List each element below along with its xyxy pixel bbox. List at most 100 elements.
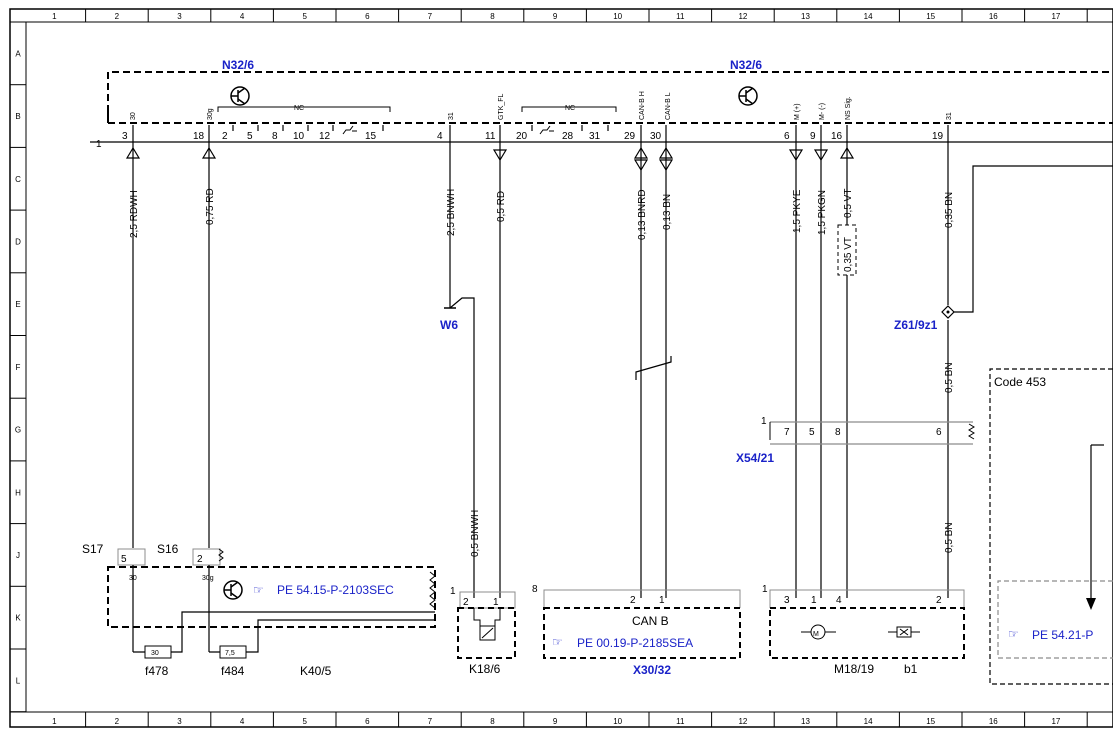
column-number: 4 (240, 12, 245, 21)
row-letter: A (15, 49, 21, 58)
pin-number: 18 (193, 131, 205, 142)
pin-number: 1 (493, 597, 499, 608)
pin-number: 4 (437, 131, 443, 142)
column-number: 2 (115, 12, 120, 21)
pin-number: 2 (463, 597, 469, 608)
column-number: 9 (553, 717, 558, 726)
code-453-box[interactable]: Code 453 ☞ PE 54.21-P (989, 368, 1113, 685)
wires (132, 142, 1113, 605)
relay-label[interactable]: K18/6 (469, 662, 501, 676)
column-number: 13 (801, 717, 810, 726)
pin-number: 2 (222, 131, 228, 142)
fuse-box-k40-5[interactable]: S17 5 30 S16 2 30g 30 7,5 f478 f484 K40/… (82, 542, 436, 678)
motor-sub-label: b1 (904, 662, 918, 676)
pin-number: 2 (936, 595, 942, 606)
motor-icon: M (801, 624, 836, 640)
switch-label[interactable]: S17 (82, 542, 104, 556)
pin-number: 1 (811, 595, 817, 606)
wire-label: 0,5 VT (843, 189, 854, 218)
column-number: 8 (490, 12, 495, 21)
column-number: 7 (428, 12, 433, 21)
wire-labels: 2,5 RDWH 0,75 RD 2,5 BNWH 0,5 RD 0,13 BN… (129, 188, 955, 557)
column-number: 9 (553, 12, 558, 21)
pin-number: 16 (831, 131, 843, 142)
pin-number: 5 (809, 427, 815, 438)
wire-label: 2,5 RDWH (129, 190, 140, 238)
pin-number: 19 (932, 131, 944, 142)
wire-label: 0,35 VT (843, 237, 854, 272)
ground-label[interactable]: W6 (440, 318, 458, 332)
pin-number: 29 (624, 131, 636, 142)
pin-function-labels: 30 30g 31 GTK_FL CAN-B H CAN-B L M (+) M… (130, 91, 953, 120)
pin-number: 28 (562, 131, 574, 142)
reference-icon: ☞ (552, 635, 563, 649)
wire-label: 2,5 BNWH (446, 189, 457, 236)
column-number: 1 (52, 717, 57, 726)
pin-label: CAN-B H (639, 91, 646, 120)
pin-label: 31 (946, 112, 953, 120)
can-label: CAN B (632, 614, 669, 628)
pin-number: 15 (365, 131, 377, 142)
switch-label[interactable]: S16 (157, 542, 179, 556)
column-number: 4 (240, 717, 245, 726)
pin-number: 20 (516, 131, 528, 142)
module-label[interactable]: X30/32 (633, 663, 671, 677)
column-number: 7 (428, 717, 433, 726)
reference-link[interactable]: PE 54.15-P-2103SEC (277, 583, 394, 597)
row-letter: L (16, 676, 21, 685)
reference-link[interactable]: PE 00.19-P-2185SEA (577, 636, 693, 650)
column-number: 12 (738, 717, 747, 726)
fuse-box-label[interactable]: K40/5 (300, 664, 332, 678)
column-number: 15 (926, 12, 935, 21)
transistor-icon (230, 86, 250, 106)
reference-link[interactable]: PE 54.21-P (1032, 628, 1093, 642)
pin-label: M- (-) (819, 103, 826, 120)
row-letter: J (16, 551, 20, 560)
connector-label[interactable]: X54/21 (736, 451, 774, 465)
pin-number: 3 (122, 131, 128, 142)
fuse-rating: 7,5 (225, 650, 235, 657)
motor-label[interactable]: M18/19 (834, 662, 874, 676)
row-letter: F (16, 363, 21, 372)
fuse-rating: 30 (151, 650, 159, 657)
column-number: 12 (738, 12, 747, 21)
signal-direction-icon (125, 146, 855, 172)
can-module-x30-32[interactable]: 8 2 1 CAN B ☞ PE 00.19-P-2185SEA X30/32 (532, 584, 741, 677)
pin-number: 30 (650, 131, 662, 142)
relay-k18-6[interactable]: 1 2 1 K18/6 (450, 586, 516, 676)
motor-m18-19[interactable]: 1 3 1 4 2 M M18/19 b1 (762, 584, 965, 676)
row-letter: B (15, 112, 20, 121)
row-letter: C (15, 175, 21, 184)
module-title-right[interactable]: N32/6 (730, 58, 762, 72)
column-number: 11 (676, 12, 685, 21)
column-number: 16 (989, 717, 998, 726)
column-number: 16 (989, 12, 998, 21)
column-number: 6 (365, 717, 370, 726)
column-number: 3 (177, 717, 182, 726)
module-title-left[interactable]: N32/6 (222, 58, 254, 72)
column-number: 17 (1051, 717, 1060, 726)
module-n32-6[interactable]: N32/6 N32/6 1 NC NC (90, 58, 1113, 150)
wire-label: 0,75 RD (205, 188, 216, 225)
wire-label: 0,5 BN (944, 362, 955, 393)
column-number: 13 (801, 12, 810, 21)
row-letter: G (15, 426, 21, 435)
splice-label[interactable]: Z61/9z1 (894, 318, 938, 332)
column-ruler: 1122334455667788991010111112121313141415… (52, 9, 1088, 727)
pin-row: 3 18 2 5 8 10 12 15 4 11 20 28 31 29 30 … (122, 131, 944, 142)
arrow-down-icon (1086, 598, 1096, 610)
connector-x54-21[interactable]: 1 7 5 8 6 X54/21 (736, 416, 975, 465)
wire-label: 1,5 PKGN (817, 190, 828, 235)
column-number: 8 (490, 717, 495, 726)
pin-number: 2 (630, 595, 636, 606)
row-letter: K (15, 614, 21, 623)
pin-number: 8 (532, 584, 538, 595)
pin-number: 8 (835, 427, 841, 438)
column-number: 5 (302, 717, 307, 726)
pin-number: 11 (485, 131, 496, 142)
fuse-label[interactable]: f484 (221, 664, 245, 678)
sensor-icon (888, 626, 920, 638)
pin-label: CAN-B L (665, 92, 672, 120)
wire-label: 0,13 BN (662, 194, 673, 230)
fuse-label[interactable]: f478 (145, 664, 169, 678)
